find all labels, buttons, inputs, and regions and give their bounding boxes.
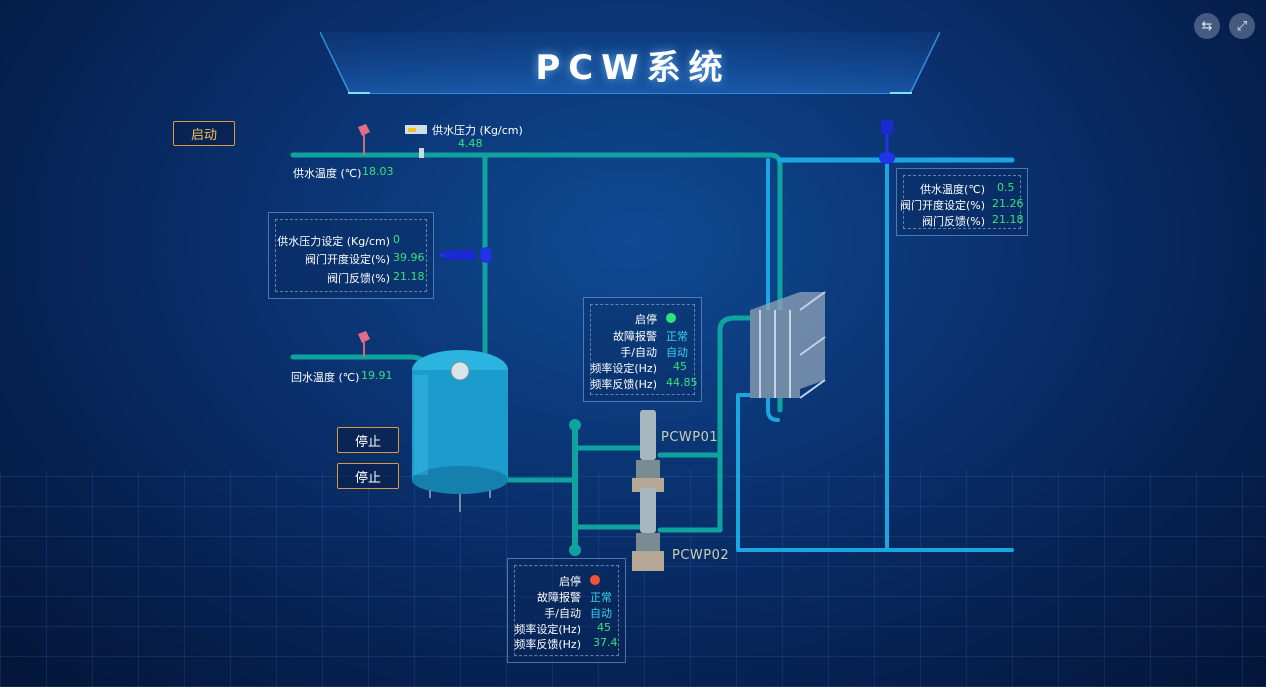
panel-value: 21.26: [992, 197, 1024, 210]
panel-value: 0.5: [997, 181, 1015, 194]
panel-label: 启停: [635, 313, 657, 326]
swap-icon[interactable]: ⇆: [1194, 13, 1220, 39]
title-banner: [320, 32, 940, 94]
panel-value: 44.85: [666, 376, 698, 389]
pump2-status-panel: 启停 故障报警 正常 手/自动 自动 频率设定(Hz) 45 频率反馈(Hz) …: [507, 558, 626, 663]
pump1-name: PCWP01: [661, 430, 719, 445]
pump2-status-dot: [590, 575, 600, 585]
panel-value: 0: [393, 233, 400, 246]
supply-pressure-label: 供水压力 (Kg/cm): [432, 124, 523, 137]
return-temp-value: 19.91: [361, 369, 393, 382]
return-temp-label: 回水温度 (℃): [291, 371, 360, 384]
panel-value: 自动: [666, 346, 688, 359]
stop-button-pump1[interactable]: 停止: [337, 427, 399, 453]
page-title: PCW系统: [535, 48, 731, 88]
stop-button-pump2[interactable]: 停止: [337, 463, 399, 489]
fullscreen-icon[interactable]: ⤢: [1229, 13, 1255, 39]
supply-temp-label: 供水温度 (℃): [293, 167, 362, 180]
panel-label: 频率设定(Hz): [590, 362, 657, 375]
panel-value: 正常: [590, 591, 612, 604]
pump1-status-dot: [666, 313, 676, 323]
panel-label: 供水压力设定 (Kg/cm): [277, 235, 390, 248]
panel-value: 21.18: [393, 270, 425, 283]
panel-label: 故障报警: [613, 330, 657, 343]
right-valve-panel: 供水温度(℃) 0.5 阀门开度设定(%) 21.26 阀门反馈(%) 21.1…: [896, 168, 1028, 236]
panel-label: 手/自动: [620, 346, 657, 359]
panel-label: 手/自动: [544, 607, 581, 620]
start-button[interactable]: 启动: [173, 121, 235, 146]
panel-label: 阀门反馈(%): [921, 215, 985, 228]
panel-label: 频率反馈(Hz): [590, 378, 657, 391]
panel-value: 正常: [666, 330, 688, 343]
panel-label: 频率反馈(Hz): [514, 638, 581, 651]
pump1-status-panel: 启停 故障报警 正常 手/自动 自动 频率设定(Hz) 45 频率反馈(Hz) …: [583, 297, 702, 402]
panel-label: 启停: [559, 575, 581, 588]
panel-label: 故障报警: [537, 591, 581, 604]
panel-label: 阀门开度设定(%): [899, 199, 985, 212]
left-valve-panel: 供水压力设定 (Kg/cm) 0 阀门开度设定(%) 39.96 阀门反馈(%)…: [268, 212, 434, 299]
panel-value: 21.18: [992, 213, 1024, 226]
panel-label: 阀门反馈(%): [326, 272, 390, 285]
panel-value: 37.4: [593, 636, 618, 649]
panel-label: 阀门开度设定(%): [304, 253, 390, 266]
supply-temp-value: 18.03: [362, 165, 394, 178]
panel-label: 频率设定(Hz): [514, 623, 581, 636]
grid-floor-background: [0, 470, 1266, 687]
pump2-name: PCWP02: [672, 548, 730, 563]
panel-label: 供水温度(℃): [920, 183, 985, 196]
supply-pressure-value: 4.48: [458, 137, 483, 150]
panel-value: 自动: [590, 607, 612, 620]
panel-value: 45: [597, 621, 611, 634]
panel-value: 39.96: [393, 251, 425, 264]
panel-value: 45: [673, 360, 687, 373]
